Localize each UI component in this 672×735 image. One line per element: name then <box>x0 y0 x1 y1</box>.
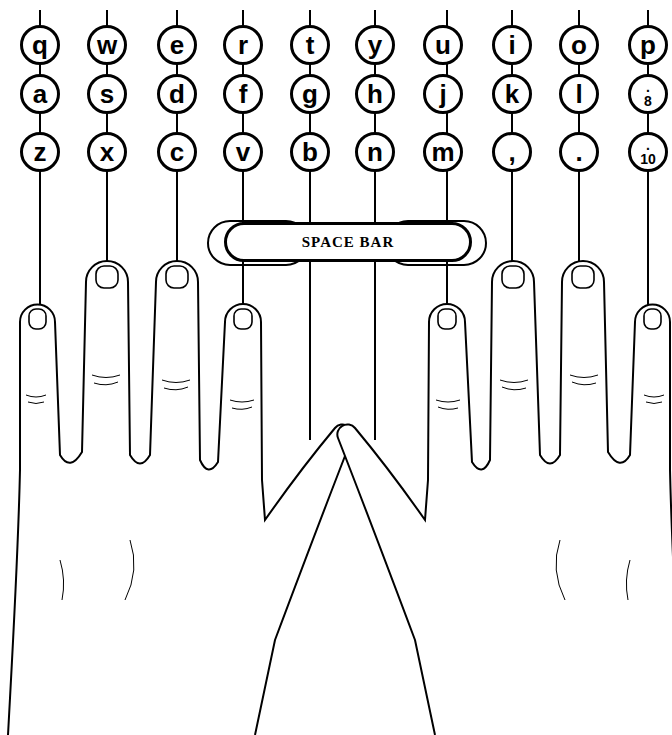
key-label: j <box>439 81 446 107</box>
key-label: m <box>431 139 454 165</box>
finger-nails <box>29 266 252 329</box>
key-circle: t <box>290 25 330 65</box>
key-label: g <box>302 81 318 107</box>
key-label: y <box>368 32 382 58</box>
key-circle: f <box>223 74 263 114</box>
key-circle: b <box>290 132 330 172</box>
key-label: r <box>238 32 248 58</box>
key-circle: d <box>157 74 197 114</box>
key-label: l <box>575 81 582 107</box>
key-circle: u <box>423 25 463 65</box>
key-label: b <box>302 139 318 165</box>
left-hand <box>8 261 353 735</box>
key-circle: n <box>355 132 395 172</box>
key-label: t <box>306 32 315 58</box>
key-label: q <box>32 32 48 58</box>
key-label: u <box>435 32 451 58</box>
key-label: . 8 <box>644 80 652 108</box>
key-label: e <box>170 32 184 58</box>
key-circle: s <box>87 74 127 114</box>
key-circle: w <box>87 25 127 65</box>
knuckle-lines <box>26 375 254 600</box>
key-label: z <box>34 139 47 165</box>
key-circle: z <box>20 132 60 172</box>
key-label: a <box>33 81 47 107</box>
key-label: p <box>640 32 656 58</box>
key-circle: j <box>423 74 463 114</box>
key-circle: q <box>20 25 60 65</box>
key-label: f <box>239 81 248 107</box>
key-circle: g <box>290 74 330 114</box>
key-circle: c <box>157 132 197 172</box>
space-bar-box: SPACE BAR <box>224 222 472 262</box>
key-label: k <box>505 81 519 107</box>
key-label: w <box>97 32 117 58</box>
right-hand <box>337 261 672 735</box>
key-circle: r <box>223 25 263 65</box>
key-circle: . 10 <box>628 132 668 172</box>
key-label: x <box>100 139 114 165</box>
key-label: s <box>100 81 114 107</box>
key-circle: e <box>157 25 197 65</box>
space-bar-ends <box>208 221 486 265</box>
finger-leaders <box>40 10 648 440</box>
key-circle: k <box>492 74 532 114</box>
key-circle: v <box>223 132 263 172</box>
space-bar-label: SPACE BAR <box>302 234 394 251</box>
key-label: d <box>169 81 185 107</box>
key-label: . 10 <box>640 138 656 166</box>
key-label: o <box>571 32 587 58</box>
key-circle: . 8 <box>628 74 668 114</box>
key-circle: x <box>87 132 127 172</box>
key-circle: , <box>492 132 532 172</box>
key-label: , <box>508 139 515 165</box>
key-circle: m <box>423 132 463 172</box>
key-circle: y <box>355 25 395 65</box>
key-circle: h <box>355 74 395 114</box>
key-label: . <box>575 139 582 165</box>
key-circle: i <box>492 25 532 65</box>
key-label: h <box>367 81 383 107</box>
key-label: n <box>367 139 383 165</box>
key-label: i <box>508 32 515 58</box>
key-label: c <box>170 139 184 165</box>
key-circle: p <box>628 25 668 65</box>
key-label: v <box>236 139 250 165</box>
hand-outline <box>8 261 353 735</box>
key-circle: o <box>559 25 599 65</box>
key-circle: l <box>559 74 599 114</box>
key-circle: a <box>20 74 60 114</box>
key-circle: . <box>559 132 599 172</box>
